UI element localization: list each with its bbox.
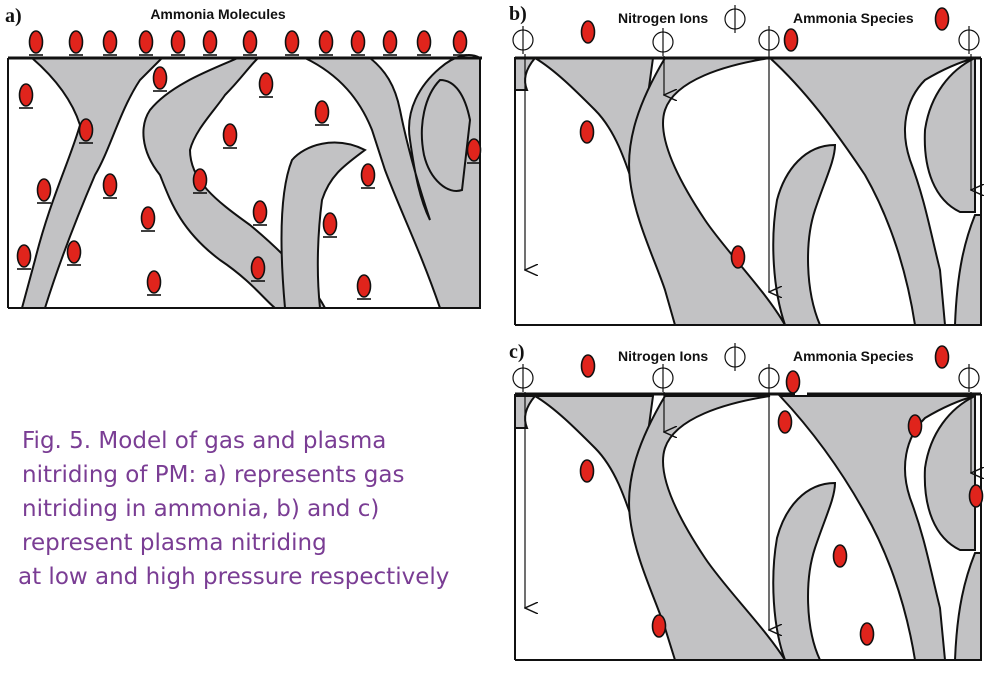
ion-legend-icon: [724, 342, 746, 372]
caption-line: represent plasma nitriding: [22, 530, 327, 556]
panel-b: b) Nitrogen Ions Ammonia Species: [505, 0, 987, 330]
panel-c-label: c): [509, 341, 525, 363]
panel-a-figure: a) Ammonia Molecules: [5, 5, 482, 309]
material-grains: [20, 54, 481, 309]
panel-b-figure: b) Nitrogen Ions Ammonia Species: [509, 3, 987, 326]
panel-b-label: b): [509, 3, 527, 25]
panel-c-species-label: Ammonia Species: [793, 348, 914, 364]
ammonia-molecules-surface: [28, 30, 468, 56]
ion-trajectories: [525, 54, 971, 292]
caption-line: at low and high pressure respectively: [18, 564, 450, 590]
panel-c: c) Nitrogen Ions Ammonia Species: [505, 338, 987, 668]
species-legend-icon: [934, 7, 950, 31]
material-grains: [514, 56, 982, 326]
panel-b-ions-label: Nitrogen Ions: [618, 10, 708, 26]
panel-a-label: a): [5, 5, 22, 27]
panel-c-figure: c) Nitrogen Ions Ammonia Species: [509, 341, 987, 661]
caption-line: nitriding of PM: a) represents gas: [22, 462, 405, 488]
caption-line: Fig. 5. Model of gas and plasma: [22, 428, 387, 454]
caption-line: nitriding in ammonia, b) and c): [22, 496, 380, 522]
panel-a: a) Ammonia Molecules: [0, 0, 490, 315]
panel-b-species-label: Ammonia Species: [793, 10, 914, 26]
panel-a-header: Ammonia Molecules: [150, 6, 286, 22]
ion-legend-icon: [724, 4, 746, 34]
panel-c-ions-label: Nitrogen Ions: [618, 348, 708, 364]
figure-caption: Fig. 5. Model of gas and plasma nitridin…: [18, 424, 488, 594]
ion-trajectories: [525, 392, 971, 630]
species-legend-icon: [934, 345, 950, 369]
